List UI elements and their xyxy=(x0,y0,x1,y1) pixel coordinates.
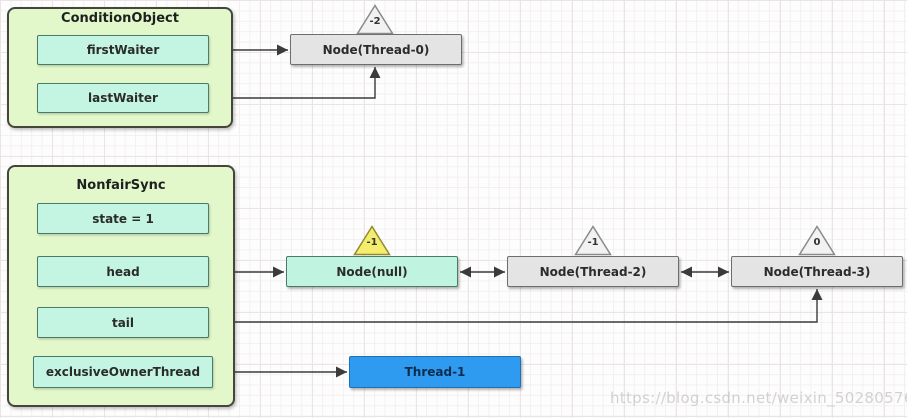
exclusive-owner-thread-field: exclusiveOwnerThread xyxy=(33,356,213,388)
tail-field: tail xyxy=(37,307,209,338)
wait-status-value-thread2: -1 xyxy=(587,237,599,248)
wait-status-triangle-thread0: -2 xyxy=(356,4,394,35)
node-null-label: Node(null) xyxy=(336,264,408,279)
state-field: state = 1 xyxy=(37,203,209,234)
first-waiter-label: firstWaiter xyxy=(86,43,160,57)
head-label: head xyxy=(106,264,140,279)
nonfair-sync-title: NonfairSync xyxy=(76,178,166,193)
node-thread2-label: Node(Thread-2) xyxy=(539,264,647,279)
exclusive-owner-thread-label: exclusiveOwnerThread xyxy=(45,365,201,379)
node-thread0-label: Node(Thread-0) xyxy=(322,42,430,57)
arrow-lastwaiter-to-node0 xyxy=(209,67,381,99)
node-thread3-label: Node(Thread-3) xyxy=(763,264,871,279)
wait-status-value-thread0: -2 xyxy=(369,16,381,27)
last-waiter-field: lastWaiter xyxy=(37,83,209,113)
wait-status-triangle-thread2: -1 xyxy=(574,225,612,256)
tail-label: tail xyxy=(111,315,135,330)
wait-status-value-thread3: 0 xyxy=(813,237,821,248)
condition-object-title: ConditionObject xyxy=(61,11,179,26)
first-waiter-field: firstWaiter xyxy=(37,35,209,65)
thread1-label: Thread-1 xyxy=(404,365,466,379)
node-thread3-box: Node(Thread-3) xyxy=(731,256,903,287)
arrow-tail-to-nodethread3 xyxy=(211,289,823,328)
wait-status-triangle-nodenull: -1 xyxy=(353,225,391,256)
node-null-box: Node(null) xyxy=(286,256,458,287)
state-label: state = 1 xyxy=(92,211,154,226)
node-thread2-box: Node(Thread-2) xyxy=(507,256,679,287)
node-thread0-box: Node(Thread-0) xyxy=(290,34,462,65)
head-field: head xyxy=(37,256,209,287)
wait-status-triangle-thread3: 0 xyxy=(798,225,836,256)
thread1-box: Thread-1 xyxy=(349,356,521,388)
wait-status-value-nodenull: -1 xyxy=(366,237,378,248)
last-waiter-label: lastWaiter xyxy=(88,91,158,105)
watermark-text: https://blog.csdn.net/weixin_50280576 xyxy=(610,389,907,407)
